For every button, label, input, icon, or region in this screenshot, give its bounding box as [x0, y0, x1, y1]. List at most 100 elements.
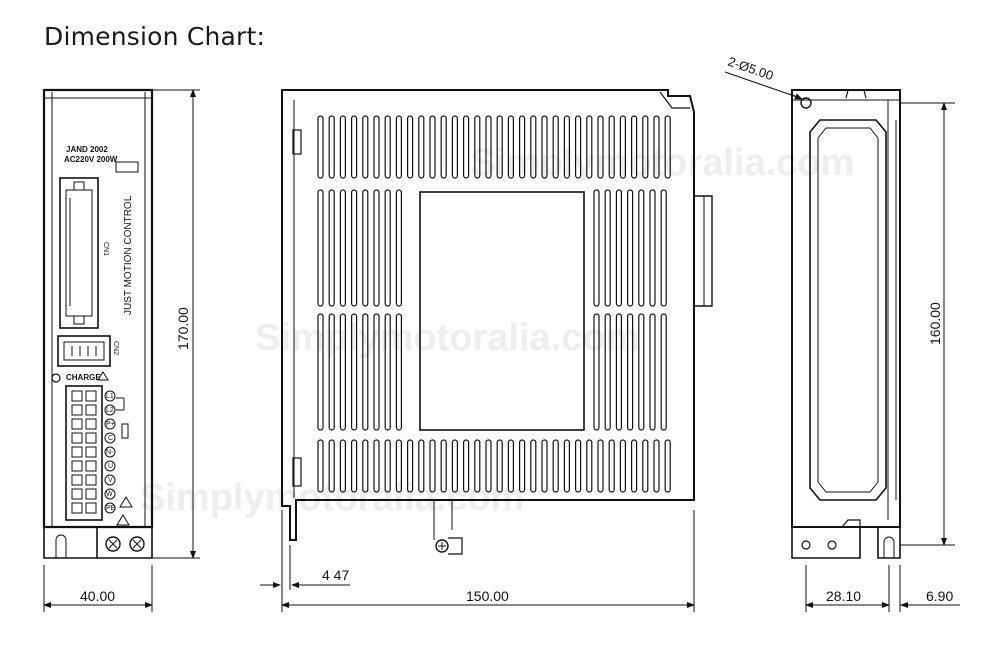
rear-dimensions	[724, 71, 960, 612]
vent-slot	[362, 439, 369, 493]
vent-slot	[373, 115, 380, 179]
vent-slot	[384, 115, 391, 179]
vent-slot	[317, 189, 324, 307]
terminal-label: W	[106, 491, 113, 498]
hole-spec-dimension: 2-Ø5.00	[726, 54, 775, 83]
vent-slot	[649, 313, 656, 431]
vent-slot	[339, 313, 346, 431]
vent-slot	[586, 115, 593, 179]
vent-slot	[328, 439, 335, 493]
side-view	[281, 89, 713, 555]
vent-slot	[642, 115, 649, 179]
vent-slot	[328, 115, 335, 179]
front-height-dimension: 170.00	[175, 307, 191, 350]
vent-slot	[552, 439, 559, 493]
vent-slot	[604, 313, 611, 431]
watermark-group: Simplymotoralia.com Simplymotoralia.com …	[140, 142, 854, 519]
vent-slot	[395, 439, 402, 493]
vent-slot	[339, 189, 346, 307]
vent-slot	[373, 313, 380, 431]
rear-view	[791, 89, 901, 559]
vent-slot	[440, 115, 447, 179]
vent-slot	[496, 115, 503, 179]
vent-slot	[351, 189, 358, 307]
vent-slot	[552, 115, 559, 179]
vent-slot	[362, 313, 369, 431]
vent-slot	[660, 313, 667, 431]
vent-slot	[384, 189, 391, 307]
vent-slot	[626, 313, 634, 431]
vent-slot	[530, 115, 537, 179]
vent-slot	[507, 115, 514, 179]
terminal-label: L1	[106, 393, 114, 400]
vent-slot	[619, 115, 627, 179]
front-dimensions	[43, 89, 200, 612]
vent-slot	[664, 115, 671, 179]
front-view	[42, 88, 154, 559]
terminal-label: P+	[106, 421, 115, 428]
rear-height-dimension: 160.00	[927, 302, 943, 345]
vent-slot	[317, 313, 324, 431]
vent-slot	[339, 439, 346, 493]
vent-slot	[440, 439, 447, 493]
vent-slot	[317, 439, 324, 493]
vent-slot	[384, 313, 391, 431]
vent-slot	[518, 439, 526, 493]
vent-slot	[429, 439, 436, 493]
vent-slot	[541, 439, 548, 493]
vent-slot	[496, 439, 503, 493]
terminal-label: PE	[106, 505, 116, 512]
vent-slot	[474, 115, 481, 179]
vent-slot	[608, 115, 615, 179]
vent-slot	[630, 439, 638, 493]
vent-slot	[604, 189, 611, 307]
vent-slot	[653, 115, 660, 179]
front-labels: JAND 2002 AC220V 200W JUST MOTION CONTRO…	[64, 145, 134, 512]
vent-slot	[373, 189, 380, 307]
terminal-label: V	[108, 477, 113, 484]
vent-slot	[351, 313, 358, 431]
vent-slot	[597, 439, 604, 493]
vent-slot	[485, 439, 492, 493]
watermark-text: Simplymotoralia.com	[255, 317, 639, 359]
vent-slot	[615, 313, 623, 431]
vent-slot	[418, 439, 425, 493]
vent-slot	[418, 115, 425, 179]
vent-slot	[395, 115, 402, 179]
side-offset-dimension: 4 47	[322, 567, 349, 583]
vent-slot	[362, 115, 369, 179]
rear-offset-dimension: 6.90	[926, 588, 953, 604]
vent-slot	[407, 439, 414, 493]
terminal-label: L2	[106, 407, 114, 414]
vent-slot	[317, 115, 324, 179]
vent-slot	[518, 115, 526, 179]
vent-slot	[638, 189, 645, 307]
vent-slot	[653, 439, 660, 493]
vent-slot	[463, 439, 470, 493]
vent-slot	[664, 439, 671, 493]
vent-slot	[574, 115, 582, 179]
vent-slot	[463, 115, 470, 179]
vent-slot	[593, 189, 600, 307]
cn1-label: CN1	[102, 242, 109, 256]
vent-slot	[649, 189, 656, 307]
vent-slot	[328, 189, 335, 307]
vent-slot	[351, 115, 358, 179]
vent-slot	[563, 115, 571, 179]
vent-slot	[642, 439, 649, 493]
vent-slot	[586, 439, 593, 493]
vent-slot	[474, 439, 481, 493]
vent-slot	[593, 313, 600, 431]
vent-slot	[530, 439, 537, 493]
charge-label: CHARGE	[66, 373, 101, 382]
side-width-dimension: 150.00	[466, 588, 509, 604]
cn2-label: CN2	[112, 341, 119, 355]
vent-slot	[619, 439, 627, 493]
vent-slot	[373, 439, 380, 493]
vent-slot	[339, 115, 346, 179]
vent-slot	[597, 115, 604, 179]
vent-slot	[485, 115, 492, 179]
vent-slot	[615, 189, 623, 307]
vent-slot	[351, 439, 358, 493]
